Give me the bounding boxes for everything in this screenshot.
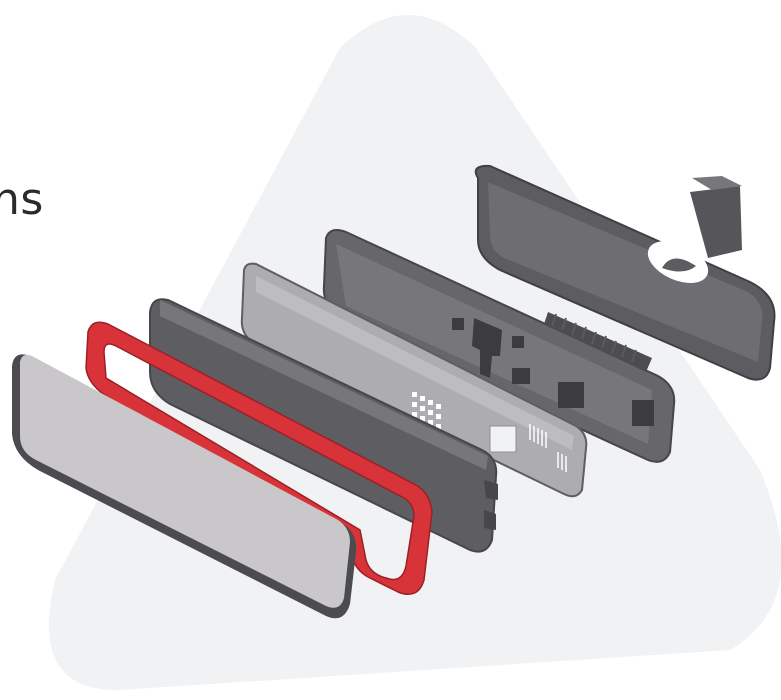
exploded-mirror-illustration <box>0 0 781 700</box>
